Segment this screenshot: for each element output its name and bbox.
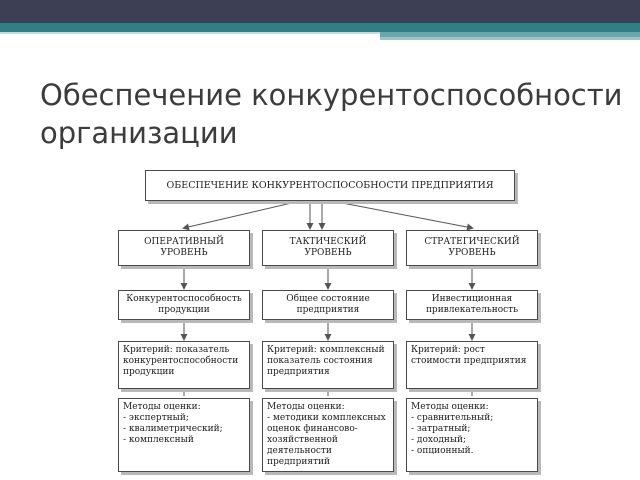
criterion-box-operational: Критерий: показатель конкурентоспособнос…	[118, 341, 250, 389]
top-band-line	[0, 32, 380, 34]
object-label-operational: Конкурентоспособность продукции	[126, 294, 242, 315]
criterion-box-tactical: Критерий: комплексный показатель состоян…	[262, 341, 394, 389]
level-label-tactical: ТАКТИЧЕСКИЙ УРОВЕНЬ	[289, 237, 367, 258]
object-label-tactical: Общее состояние предприятия	[286, 294, 370, 315]
level-box-tactical: ТАКТИЧЕСКИЙ УРОВЕНЬ	[262, 230, 394, 266]
connector-root-col1	[182, 200, 301, 231]
object-label-strategic: Инвестиционная привлекательность	[425, 294, 519, 315]
root-box-label: ОБЕСПЕЧЕНИЕ КОНКУРЕНТОСПОСОБНОСТИ ПРЕДПР…	[166, 180, 494, 191]
slide-title: Обеспечение конкурентоспособности органи…	[40, 78, 623, 150]
criterion-box-strategic: Критерий: рост стоимости предприятия	[406, 341, 538, 389]
top-band-teal	[0, 23, 640, 32]
methods-box-operational: Методы оценки: - экспертный; - квалиметр…	[118, 398, 250, 472]
level-box-operational: ОПЕРАТИВНЫЙ УРОВЕНЬ	[118, 230, 250, 266]
object-box-tactical: Общее состояние предприятия	[262, 290, 394, 320]
object-box-operational: Конкурентоспособность продукции	[118, 290, 250, 320]
level-label-operational: ОПЕРАТИВНЫЙ УРОВЕНЬ	[144, 237, 224, 258]
top-band-dark	[0, 0, 640, 23]
level-box-strategic: СТРАТЕГИЧЕСКИЙ УРОВЕНЬ	[406, 230, 538, 266]
object-box-strategic: Инвестиционная привлекательность	[406, 290, 538, 320]
top-band-accent	[380, 32, 640, 37]
methods-box-strategic: Методы оценки: - сравнительный; - затрат…	[406, 398, 538, 472]
methods-box-tactical: Методы оценки: - методики комплексных оц…	[262, 398, 394, 472]
criterion-label-operational: Критерий: показатель конкурентоспособнос…	[123, 345, 239, 377]
methods-label-operational: Методы оценки: - экспертный; - квалиметр…	[123, 402, 223, 445]
methods-label-strategic: Методы оценки: - сравнительный; - затрат…	[411, 402, 494, 456]
top-band-accent-light	[380, 37, 640, 40]
criterion-label-strategic: Критерий: рост стоимости предприятия	[411, 345, 527, 366]
methods-label-tactical: Методы оценки: - методики комплексных оц…	[267, 402, 386, 467]
criterion-label-tactical: Критерий: комплексный показатель состоян…	[267, 345, 385, 377]
level-label-strategic: СТРАТЕГИЧЕСКИЙ УРОВЕНЬ	[424, 237, 520, 258]
connector-root-col3	[331, 200, 474, 231]
root-box: ОБЕСПЕЧЕНИЕ КОНКУРЕНТОСПОСОБНОСТИ ПРЕДПР…	[145, 170, 515, 201]
